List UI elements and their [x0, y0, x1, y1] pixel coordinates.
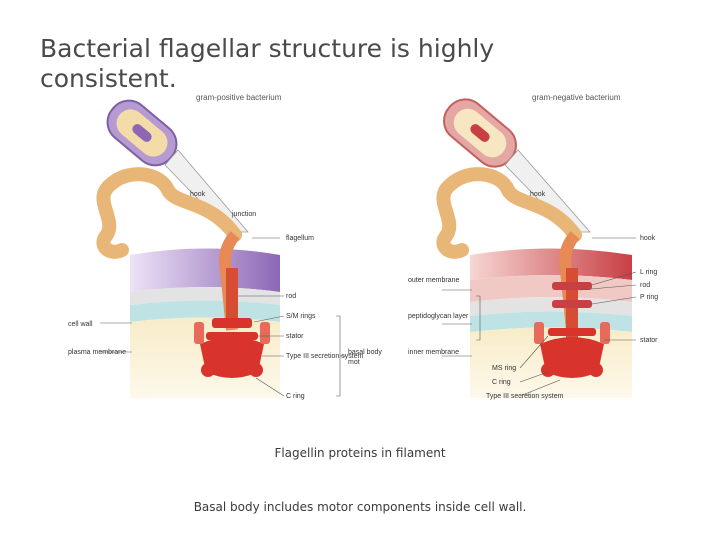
right-label-hook: hook	[530, 191, 546, 198]
right-label-l-ring: L ring	[640, 269, 657, 276]
left-label-s-ring: S/M rings	[286, 313, 316, 320]
left-cell-wall-layer	[130, 249, 280, 293]
left-label-hook-top: hook	[190, 191, 206, 198]
left-panel: cell wall plasma membrane hook junction …	[68, 92, 382, 400]
right-panel: outer membrane peptidoglycan layer inner…	[408, 91, 658, 400]
right-label-filament: hook	[640, 235, 656, 242]
left-label-cell-wall: cell wall	[68, 321, 93, 328]
left-label-c-ring: C ring	[286, 393, 305, 400]
right-label-motor: Type III secretion system	[486, 393, 564, 400]
left-label-stator: stator	[286, 333, 304, 340]
right-label-ms-ring: MS ring	[492, 365, 516, 372]
right-label-outer-membrane: outer membrane	[408, 277, 459, 284]
left-label-membrane: plasma membrane	[68, 349, 126, 356]
left-label-junction: junction	[231, 211, 256, 218]
right-label-p-ring: P ring	[640, 294, 658, 301]
right-filament	[443, 174, 575, 252]
left-filament	[103, 174, 235, 252]
left-label-filament: flagellum	[286, 235, 314, 242]
right-label-peptidoglycan: peptidoglycan layer	[408, 313, 469, 320]
caption-flagellin: Flagellin proteins in filament	[0, 446, 720, 460]
left-label-rod: rod	[286, 293, 296, 300]
caption-basal-body: Basal body includes motor components ins…	[0, 500, 720, 514]
right-label-c-ring: C ring	[492, 379, 511, 386]
left-label-mot: mot	[348, 359, 360, 366]
right-label-inner-membrane: inner membrane	[408, 349, 459, 356]
right-label-stator: stator	[640, 337, 658, 344]
right-label-rod: rod	[640, 282, 650, 289]
left-label-basal: basal body	[348, 349, 382, 356]
